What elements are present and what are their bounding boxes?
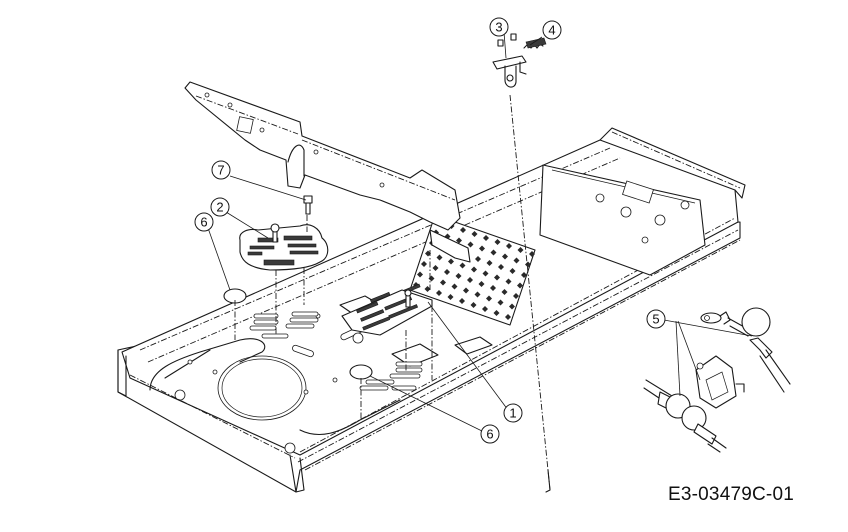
perforation-hole (447, 294, 454, 300)
perforation-hole (440, 279, 446, 286)
perforation-hole (517, 247, 524, 253)
callout-4: 4 (542, 20, 562, 40)
svg-text:7: 7 (217, 163, 224, 178)
perforation-hole (467, 241, 474, 248)
perforation-hole (475, 256, 481, 262)
svg-text:2: 2 (216, 200, 223, 215)
leader-lines (207, 31, 753, 433)
perforation-hole (448, 258, 454, 265)
perforation-hole (478, 281, 485, 287)
drawing-code: E3-03479C-01 (668, 484, 794, 505)
perforation-hole (486, 260, 493, 266)
perforation-hole (502, 253, 508, 260)
svg-text:6: 6 (486, 427, 493, 442)
perforation-hole (493, 310, 500, 316)
floor-plate-part-2 (239, 223, 329, 271)
perforation-hole (425, 250, 431, 257)
screw-part-7 (303, 195, 313, 215)
svg-text:6: 6 (200, 215, 207, 230)
perforation-hole (509, 268, 516, 274)
perforation-hole (460, 227, 466, 233)
throttle-cable (545, 469, 551, 493)
perforation-hole (494, 274, 500, 281)
perforation-hole (456, 237, 462, 244)
perforation-hole (501, 289, 508, 295)
perforation-hole (521, 272, 527, 278)
cable-bracket-part-3 (492, 33, 527, 88)
perforation-hole (417, 271, 423, 278)
chassis-frame (117, 81, 746, 493)
perforation-hole (470, 302, 477, 308)
perforation-hole (483, 235, 489, 241)
perforation-hole (509, 303, 515, 310)
perforation-hole (459, 262, 466, 269)
svg-text:5: 5 (652, 312, 659, 327)
perforation-hole (471, 266, 477, 273)
perforation-hole (463, 287, 469, 294)
perforation-hole (490, 285, 496, 291)
floor-vents-left (249, 311, 319, 339)
perforation-hole (467, 277, 473, 283)
perforation-hole (498, 264, 504, 270)
perforation-hole (474, 291, 481, 298)
perforation-hole (505, 314, 511, 320)
svg-text:3: 3 (495, 20, 502, 35)
wiring-harness-part-5 (643, 307, 791, 453)
perforation-hole (494, 239, 501, 245)
perforation-hole (424, 286, 431, 292)
floor-plate-part-1 (341, 283, 433, 336)
callout-7: 7 (211, 160, 231, 180)
perforation-hole (436, 290, 442, 296)
perforation-hole (525, 261, 531, 268)
svg-text:1: 1 (509, 406, 516, 421)
spring-part-4 (523, 37, 547, 49)
perforation-hole (436, 254, 443, 261)
perforation-hole (451, 283, 458, 290)
perforation-hole (471, 231, 478, 237)
perforation-hole (506, 243, 512, 249)
perforation-hole (479, 245, 485, 252)
perforation-hole (513, 257, 520, 264)
perforation-hole (497, 299, 504, 306)
svg-text:4: 4 (548, 23, 555, 38)
perforation-hole (517, 282, 523, 289)
perforation-hole (421, 261, 427, 267)
perforation-hole (486, 295, 492, 302)
perforation-hole (444, 269, 450, 275)
perforation-hole (482, 270, 489, 277)
floor-vents-right (359, 361, 423, 391)
perforation-hole (513, 293, 519, 299)
callout-2: 2 (210, 197, 230, 217)
perforation-hole (490, 249, 497, 256)
perforation-hole (529, 251, 535, 257)
callout-5: 5 (646, 309, 666, 329)
perforation-hole (432, 265, 439, 271)
perforation-hole (482, 306, 488, 312)
callout-3: 3 (489, 17, 509, 37)
callout-1: 1 (503, 403, 523, 423)
assembly-lines (234, 94, 551, 491)
callout-6b: 6 (480, 424, 500, 444)
perforation-hole (459, 298, 465, 304)
perforation-hole (505, 278, 512, 285)
perforation-hole (455, 273, 462, 279)
callout-6a: 6 (194, 212, 214, 232)
